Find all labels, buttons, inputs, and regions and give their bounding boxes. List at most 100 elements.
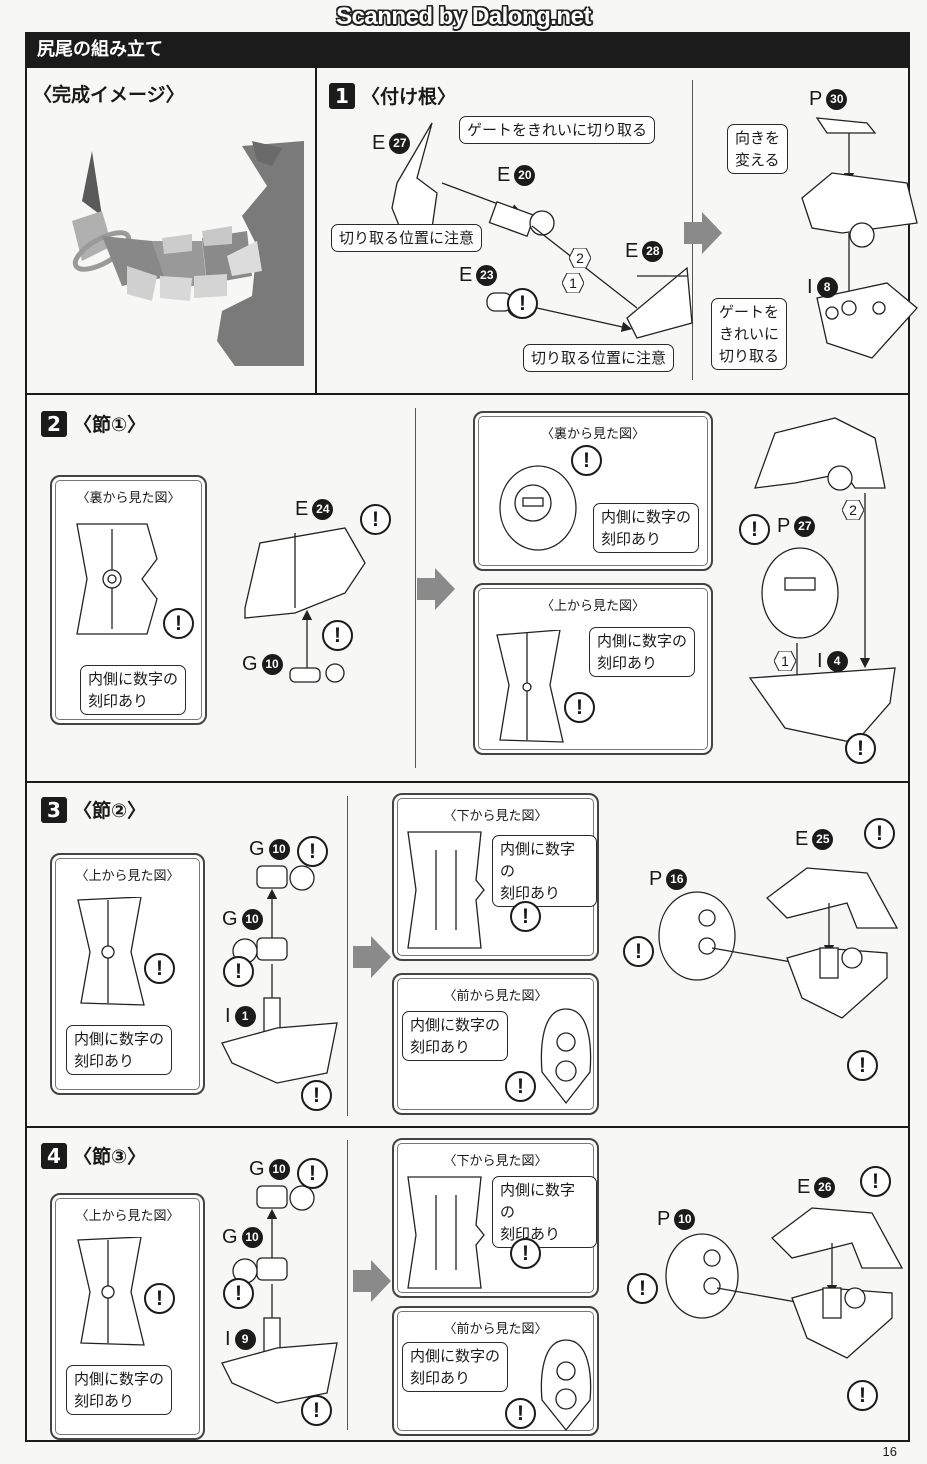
step4-left-diagram — [221, 1185, 338, 1404]
next-arrow-icon — [353, 936, 391, 978]
warning-icon: ! — [623, 936, 654, 967]
warning-icon: ! — [860, 1166, 891, 1197]
watermark: Scanned by Dalong.net — [336, 3, 591, 30]
warning-icon: ! — [223, 956, 254, 987]
engraving-note: 内側に数字の 刻印あり — [589, 627, 696, 677]
page-number: 16 — [882, 1444, 897, 1459]
callout-cut-position: 切り取る位置に注意 — [523, 344, 675, 372]
inset-back-view: 〈裏から見た図〉 内側に数字の 刻印あり — [50, 475, 207, 725]
step-number: 4 — [41, 1142, 67, 1169]
callout-gate: ゲートを きれいに 切り取る — [711, 298, 788, 370]
divider — [27, 393, 908, 395]
divider — [415, 408, 416, 768]
header-bar: 尻尾の組み立て — [25, 32, 910, 68]
warning-icon: ! — [847, 1050, 878, 1081]
inset-front-view: 〈前から見た図〉 内側に数字の 刻印あり — [392, 973, 599, 1115]
warning-icon: ! — [564, 692, 595, 723]
warning-icon: ! — [322, 620, 353, 651]
divider — [347, 1140, 348, 1430]
warning-icon: ! — [847, 1380, 878, 1411]
next-arrow-icon — [417, 568, 455, 610]
step1-right-diagram — [801, 117, 918, 359]
warning-icon: ! — [297, 836, 328, 867]
divider — [27, 1126, 908, 1128]
engraving-note: 内側に数字の 刻印あり — [80, 665, 187, 715]
inset-top-view: 〈上から見た図〉 内側に数字の 刻印あり — [50, 853, 205, 1095]
divider — [27, 781, 908, 783]
warning-icon: ! — [144, 1283, 175, 1314]
step2-title: 2 〈節①〉 — [41, 410, 146, 437]
warning-icon: ! — [301, 1395, 332, 1426]
instruction-frame: 〈完成イメージ〉 1 〈付け根〉 ゲートをきれいに切り取る 切り取る位置に注意 … — [25, 68, 918, 1442]
warning-icon: ! — [144, 953, 175, 984]
divider — [347, 796, 348, 1116]
engraving-note: 内側に数字の 刻印あり — [593, 503, 700, 553]
callout-gate: ゲートをきれいに切り取る — [459, 116, 656, 144]
divider — [315, 68, 317, 393]
warning-icon: ! — [297, 1158, 328, 1189]
step-label: 〈節①〉 — [73, 414, 147, 436]
warning-icon: ! — [627, 1273, 658, 1304]
warning-icon: ! — [301, 1080, 332, 1111]
step3-left-diagram — [221, 865, 338, 1084]
warning-icon: ! — [163, 608, 194, 639]
completed-image-title: 〈完成イメージ〉 — [33, 84, 185, 106]
inset-back-view: 〈裏から見た図〉 内側に数字の 刻印あり — [473, 411, 713, 571]
step4-right-diagram — [665, 1207, 904, 1359]
warning-icon: ! — [845, 733, 876, 764]
step-label: 〈付け根〉 — [361, 86, 457, 108]
order-marker: 1 — [774, 651, 796, 671]
warning-icon: ! — [864, 818, 895, 849]
inset-top-view: 〈上から見た図〉 内側に数字の 刻印あり — [50, 1193, 205, 1440]
warning-icon: ! — [223, 1278, 254, 1309]
step2-right-diagram — [748, 417, 896, 744]
warning-icon: ! — [571, 445, 602, 476]
callout-rotate: 向きを 変える — [727, 124, 789, 174]
engraving-note: 内側に数字の 刻印あり — [66, 1025, 173, 1075]
warning-icon: ! — [505, 1398, 536, 1429]
step-number: 2 — [41, 410, 67, 437]
engraving-note: 内側に数字の 刻印あり — [492, 1176, 597, 1248]
step-number: 3 — [41, 796, 67, 823]
warning-icon: ! — [739, 514, 770, 545]
warning-icon: ! — [507, 288, 538, 319]
order-marker: 2 — [569, 248, 591, 268]
warning-icon: ! — [510, 1238, 541, 1269]
engraving-note: 内側に数字の 刻印あり — [402, 1011, 509, 1061]
engraving-note: 内側に数字の 刻印あり — [402, 1342, 509, 1392]
engraving-note: 内側に数字の 刻印あり — [492, 835, 597, 907]
inset-front-view: 〈前から見た図〉 内側に数字の 刻印あり — [392, 1306, 599, 1436]
warning-icon: ! — [505, 1071, 536, 1102]
order-marker: 1 — [562, 273, 584, 293]
completed-tail-render — [72, 141, 304, 366]
warning-icon: ! — [510, 901, 541, 932]
next-arrow-icon — [353, 1260, 391, 1302]
step4-title: 4 〈節③〉 — [41, 1142, 146, 1169]
step-label: 〈節②〉 — [73, 800, 147, 822]
warning-icon: ! — [360, 504, 391, 535]
step1-title: 1 〈付け根〉 — [329, 82, 456, 109]
step2-left-diagram — [244, 527, 366, 683]
order-marker: 2 — [842, 500, 864, 520]
inset-bottom-view: 〈下から見た図〉 内側に数字の 刻印あり — [392, 793, 599, 961]
callout-cut-position: 切り取る位置に注意 — [331, 224, 483, 252]
step3-right-diagram — [658, 867, 899, 1019]
step3-title: 3 〈節②〉 — [41, 796, 146, 823]
